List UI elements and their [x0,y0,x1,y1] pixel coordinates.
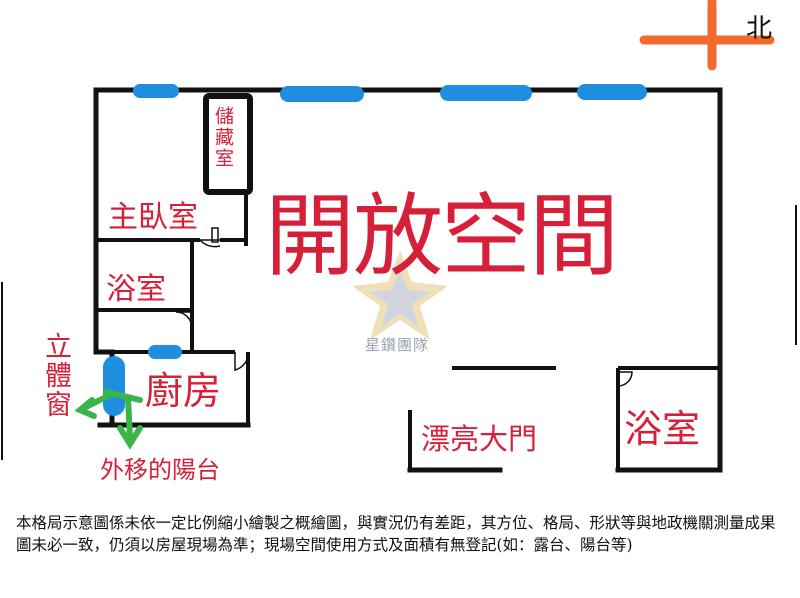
bathroom-right-label: 浴室 [624,407,701,451]
watermark-text: 星鑽團隊 [365,336,430,354]
storage-room-label: 儲藏室 [212,106,234,169]
kitchen-label: 廚房 [145,369,222,413]
edge-marks [1,205,797,460]
balcony-label: 外移的陽台 [100,456,220,484]
master-bedroom-label: 主臥室 [108,200,198,235]
north-arrow-icon [639,0,775,71]
disclaimer-text: 本格局示意圖係未依一定比例縮小繪製之概繪圖，與實況仍有差距，其方位、格局、形狀等… [16,514,776,554]
interior-walls [96,190,720,470]
north-label: 北 [746,14,773,44]
bathroom-left-label: 浴室 [106,272,166,307]
windows [103,84,647,416]
door-swings [175,227,633,387]
arrows [74,389,143,450]
storage-room-outline [203,93,253,195]
main-door-label: 漂亮大門 [421,422,538,456]
open-space-label: 開放空間 [265,184,619,289]
bay-window-label: 立體窗 [40,332,71,419]
watermark-star-icon [352,250,448,340]
